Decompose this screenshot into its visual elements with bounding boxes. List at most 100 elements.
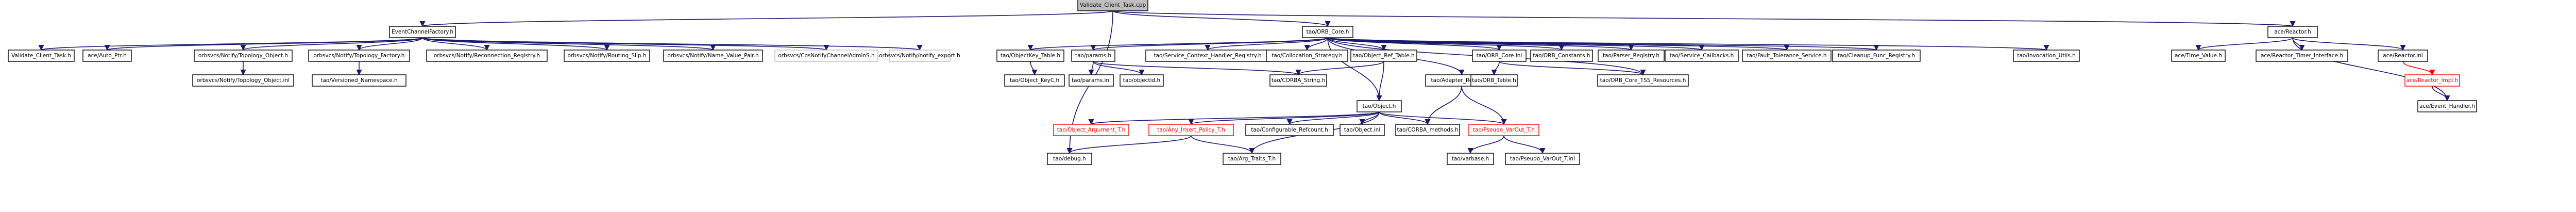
node-box [1472, 50, 1527, 62]
node-auto-ptr[interactable]: ace/Auto_Ptr.h [82, 50, 132, 62]
node-box [389, 26, 456, 38]
node-box [1071, 50, 1115, 62]
node-label: tao/params.h [1075, 53, 1111, 59]
node-service-context-handler-registry[interactable]: tao/Service_Context_Handler_Registry.h [1145, 50, 1270, 62]
edge-object-h-to-pseudo-varout [1379, 111, 1507, 125]
node-root[interactable]: Validate_Client_Task.cpp [1077, 0, 1148, 11]
node-params-inl[interactable]: tao/params.inl [1069, 74, 1114, 87]
node-box [1742, 50, 1832, 62]
node-params-h[interactable]: tao/params.h [1071, 50, 1115, 62]
node-box [2171, 50, 2226, 62]
node-label: tao/Parser_Registry.h [1603, 53, 1659, 59]
node-label: tao/debug.h [1053, 156, 1086, 162]
edge-object-h-to-corba-methods [1379, 111, 1431, 125]
node-object-inl[interactable]: tao/Object.inl [1340, 124, 1385, 136]
node-arg-traits[interactable]: tao/Arg_Traits_T.h [1223, 153, 1281, 165]
node-corba-string[interactable]: tao/CORBA_String.h [1269, 74, 1327, 87]
edge-event-channel-factory-to-notify-export [422, 37, 922, 51]
node-label: tao/Cleanup_Func_Registry.h [1838, 53, 1915, 59]
node-object-h[interactable]: tao/Object.h [1357, 100, 1402, 112]
edge-adapter-registry-to-corba-methods [1425, 86, 1462, 125]
node-varbase[interactable]: tao/varbase.h [1447, 153, 1494, 165]
edge-root-to-event-channel-factory [420, 10, 1113, 27]
node-pseudo-varout-inl[interactable]: tao/Pseudo_VarOut_T.inl [1505, 153, 1580, 165]
node-configurable-refcount[interactable]: tao/Configurable_Refcount.h [1245, 124, 1334, 136]
node-box [1120, 74, 1164, 87]
node-label: tao/Object_KeyC.h [1010, 77, 1059, 84]
node-service-callbacks[interactable]: tao/Service_Callbacks.h [1665, 50, 1739, 62]
node-box [1470, 74, 1518, 87]
node-box [663, 50, 763, 62]
node-time-value[interactable]: ace/Time_Value.h [2171, 50, 2226, 62]
edge-pseudo-varout-to-varbase [1467, 135, 1504, 154]
node-box [1148, 124, 1234, 136]
node-corba-methods[interactable]: tao/CORBA_methods.h [1395, 124, 1460, 136]
node-cos-notify-channel-admin[interactable]: orbsvcs/CosNotifyChannelAdminS.h [774, 50, 878, 62]
node-box [308, 50, 410, 62]
node-object-key-table[interactable]: tao/ObjectKey_Table.h [996, 50, 1064, 62]
node-notify-export[interactable]: orbsvcs/Notify/notify_export.h [879, 50, 960, 62]
node-reactor-inl[interactable]: ace/Reactor.inl [2378, 50, 2428, 62]
node-label: tao/ORB_Constants.h [1533, 53, 1590, 59]
node-orb-core-inl[interactable]: tao/ORB_Core.inl [1472, 50, 1527, 62]
node-versioned-namespace[interactable]: tao/Versioned_Namespace.h [312, 74, 406, 87]
edge-reactor-inl-to-reactor-impl [2402, 61, 2435, 76]
node-label: orbsvcs/Notify/Topology_Object.inl [197, 77, 290, 84]
node-orb-table[interactable]: tao/ORB_Table.h [1470, 74, 1518, 87]
node-notify-routing-slip[interactable]: orbsvcs/Notify/Routing_Slip.h [564, 50, 650, 62]
node-label: ace/Time_Value.h [2175, 53, 2222, 59]
node-event-handler[interactable]: ace/Event_Handler.h [2417, 100, 2477, 112]
node-label: EventChannelFactory.h [392, 29, 453, 35]
edge-reactor-h-to-event-handler [2292, 37, 2450, 102]
node-label: ace/Reactor_Timer_Interface.h [2261, 53, 2343, 59]
node-box [2417, 100, 2477, 112]
node-collocation-strategy[interactable]: tao/Collocation_Strategy.h [1266, 50, 1348, 62]
edge-any-insert-policy-to-arg-traits [1191, 135, 1255, 154]
node-pseudo-varout[interactable]: tao/Pseudo_VarOut_T.h [1468, 124, 1539, 136]
node-event-channel-factory[interactable]: EventChannelFactory.h [389, 26, 456, 38]
node-label: tao/ORB_Table.h [1472, 77, 1516, 84]
node-box [1598, 50, 1665, 62]
node-orb-constants[interactable]: tao/ORB_Constants.h [1530, 50, 1593, 62]
node-objectid-hash[interactable]: tao/objectid.h [1120, 74, 1164, 87]
node-label: tao/Service_Callbacks.h [1670, 53, 1734, 59]
node-object-ref-table[interactable]: tao/Object_Ref_Table.h [1350, 50, 1417, 62]
node-object-argument-t[interactable]: tao/Object_Argument_T.h [1053, 124, 1129, 136]
edge-object-ref-table-to-object-h [1376, 61, 1384, 102]
node-label: ace/Auto_Ptr.h [88, 53, 127, 59]
node-notify-topology-object[interactable]: orbsvcs/Notify/Topology_Object.h [194, 50, 293, 62]
node-notify-topology-object-inl[interactable]: orbsvcs/Notify/Topology_Object.inl [192, 74, 294, 87]
node-label: tao/Object.inl [1344, 127, 1381, 133]
node-box [426, 50, 548, 62]
node-invocation-utils[interactable]: tao/Invocation_Utils.h [2013, 50, 2080, 62]
edge-event-channel-factory-to-auto-ptr [104, 37, 423, 51]
node-box [2013, 50, 2080, 62]
node-label: tao/CORBA_String.h [1272, 77, 1325, 84]
node-label: orbsvcs/Notify/Reconnection_Registry.h [434, 53, 540, 59]
node-reactor-timer-interface[interactable]: ace/Reactor_Timer_Interface.h [2256, 50, 2348, 62]
node-orb-core[interactable]: tao/ORB_Core.h [1302, 26, 1353, 38]
node-object-key[interactable]: tao/Object_KeyC.h [1004, 74, 1065, 87]
node-parser-registry[interactable]: tao/Parser_Registry.h [1598, 50, 1665, 62]
node-label: tao/ORB_Core_TSS_Resources.h [1600, 77, 1686, 84]
node-notify-topology-factory[interactable]: orbsvcs/Notify/Topology_Factory.h [308, 50, 410, 62]
node-reactor-h[interactable]: ace/Reactor.h [2267, 26, 2318, 38]
node-orb-core-tss-resources[interactable]: tao/ORB_Core_TSS_Resources.h [1597, 74, 1689, 87]
node-box [774, 50, 878, 62]
edge-root-to-orb-core [1112, 10, 1331, 27]
node-fault-tolerance-service[interactable]: tao/Fault_Tolerance_Service.h [1742, 50, 1832, 62]
node-notify-reconnection-registry[interactable]: orbsvcs/Notify/Reconnection_Registry.h [426, 50, 548, 62]
edge-event-channel-factory-to-validate-client-task-h [39, 37, 423, 51]
edge-object-ref-table-to-corba-string [1295, 61, 1384, 76]
node-cleanup-func-registry[interactable]: tao/Cleanup_Func_Registry.h [1832, 50, 1921, 62]
node-label: Validate_Client_Task.h [11, 53, 71, 59]
node-any-insert-policy[interactable]: tao/Any_Insert_Policy_T.h [1148, 124, 1234, 136]
node-label: tao/ORB_Core.inl [1477, 53, 1522, 59]
node-validate-client-task-h[interactable]: Validate_Client_Task.h [8, 50, 75, 62]
node-notify-name-value-pair[interactable]: orbsvcs/Notify/Name_Value_Pair.h [663, 50, 763, 62]
node-box [312, 74, 406, 87]
node-debug[interactable]: tao/debug.h [1047, 153, 1092, 165]
node-box [564, 50, 650, 62]
node-reactor-impl[interactable]: ace/Reactor_Impl.h [2404, 74, 2460, 87]
